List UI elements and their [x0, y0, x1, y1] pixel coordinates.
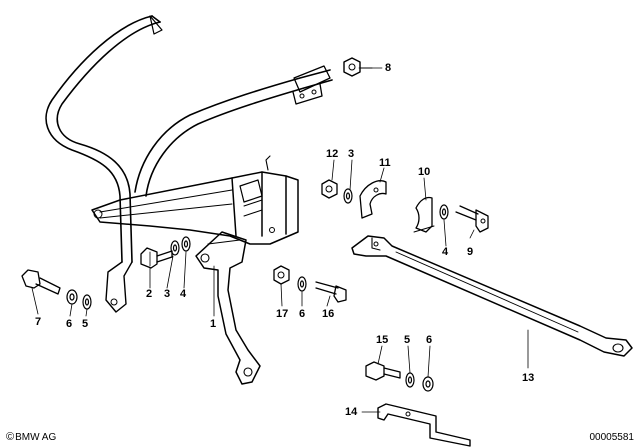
brand-credit: ©BMW AG [6, 431, 56, 444]
bolt-7 [21, 269, 61, 295]
callout-11: 11 [379, 157, 391, 169]
washer-3b [170, 240, 180, 256]
callout-17: 17 [276, 308, 289, 320]
upper-rod [134, 65, 333, 197]
washer-6a [66, 289, 78, 305]
bolt-9 [455, 205, 489, 233]
callout-1: 1 [210, 318, 217, 330]
callout-5-left: 5 [82, 318, 89, 330]
washer-6c [422, 376, 434, 392]
bolt-16 [315, 281, 347, 303]
callout-7: 7 [35, 316, 42, 328]
strut-13 [351, 235, 633, 357]
callout-15: 15 [376, 334, 389, 346]
callout-5-bottom: 5 [404, 334, 411, 346]
washer-4a [439, 204, 449, 220]
clamp-11 [359, 180, 387, 219]
nut-17 [273, 265, 290, 285]
callout-4-right: 4 [442, 246, 449, 258]
washer-5b [405, 372, 415, 388]
clamp-10 [413, 196, 435, 233]
callout-3-mid: 3 [164, 288, 171, 300]
nut-8 [343, 57, 373, 77]
callout-10: 10 [418, 166, 431, 178]
callout-13: 13 [522, 372, 535, 384]
callout-16: 16 [322, 308, 335, 320]
hinge-bracket [91, 155, 299, 245]
callout-2: 2 [146, 288, 153, 300]
callout-14: 14 [345, 406, 358, 418]
bolt-2 [140, 247, 173, 269]
leader-lines [31, 67, 529, 413]
callout-4-mid: 4 [180, 288, 187, 300]
callout-9: 9 [467, 246, 474, 258]
brand-name: BMW AG [15, 432, 57, 443]
callout-6-bottom: 6 [426, 334, 433, 346]
arm-1 [195, 231, 261, 385]
bolt-15 [365, 361, 401, 381]
image-number: 00005581 [589, 432, 635, 443]
callout-8: 8 [385, 62, 392, 74]
washer-6b [297, 276, 307, 292]
washer-3a [343, 188, 353, 204]
rod-assembly [45, 15, 163, 313]
nut-12 [321, 179, 338, 199]
copyright-symbol: © [6, 431, 15, 443]
washer-4b [181, 236, 191, 252]
callout-6-mid: 6 [299, 308, 306, 320]
callout-12: 12 [326, 148, 339, 160]
callout-6-left: 6 [66, 318, 73, 330]
callout-3-top: 3 [348, 148, 355, 160]
bracket-14 [377, 403, 471, 447]
washer-5a [82, 294, 92, 310]
